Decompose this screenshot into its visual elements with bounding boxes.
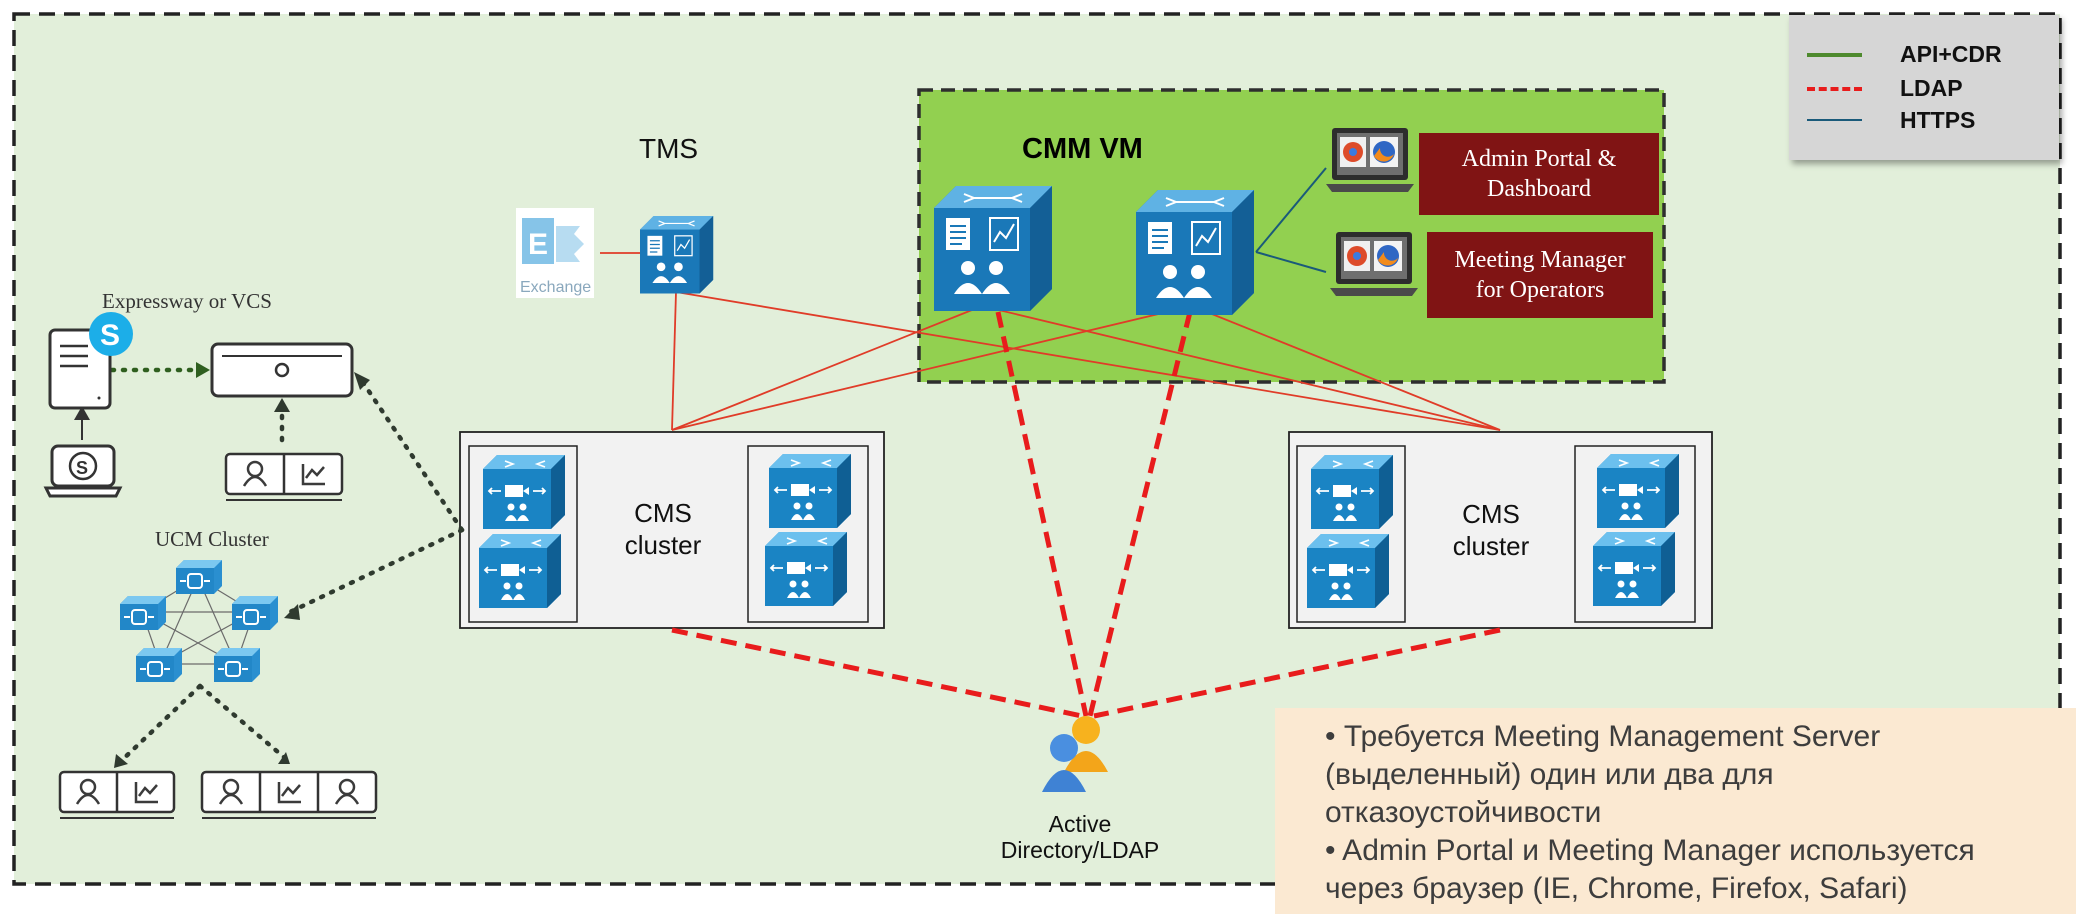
cms-cluster-left-label-1: CMS <box>634 498 692 528</box>
legend-swatch-ldap <box>1807 87 1862 91</box>
legend-swatch-https <box>1807 119 1862 121</box>
ucm-node-icon <box>119 595 167 631</box>
tms-server-icon <box>639 215 714 295</box>
endpoint-icon <box>58 770 176 819</box>
admin-portal-label-2: Dashboard <box>1487 176 1591 202</box>
ucm-cluster-label: UCM Cluster <box>155 527 269 551</box>
cms-node-icon <box>768 453 852 529</box>
arrow-to-expressway <box>354 372 370 390</box>
cms-node-icon <box>1592 531 1676 607</box>
ldap-connections <box>671 311 1501 719</box>
legend-item-https: HTTPS <box>1807 105 2057 135</box>
legend-swatch-api-cdr <box>1807 53 1862 57</box>
expressway-label: Expressway or VCS <box>102 289 272 313</box>
ucm-node-icon <box>135 647 183 683</box>
legend-label-https: HTTPS <box>1900 107 1976 133</box>
note-box: • Требуется Meeting Management Server (в… <box>1275 708 2076 914</box>
cms-cluster-right-inner-2 <box>1574 445 1696 623</box>
svg-text:E: E <box>528 228 548 261</box>
svg-text:Exchange: Exchange <box>520 279 591 296</box>
admin-portal-label-1: Admin Portal & <box>1461 146 1617 172</box>
cms-cluster-right-inner-1 <box>1296 445 1406 623</box>
skype-laptop-icon: S <box>43 444 123 498</box>
exchange-icon: E Exchange <box>516 208 594 298</box>
note-bullet-2: • Admin Portal и Meeting Manager использ… <box>1325 834 1975 905</box>
cms-node-icon <box>1596 453 1680 529</box>
cms-cluster-left-label-2: cluster <box>625 530 702 560</box>
arrow-to-expressway-green <box>196 362 210 378</box>
admin-portal-box: Admin Portal & Dashboard <box>1419 133 1659 215</box>
tms-label: TMS <box>639 133 698 164</box>
cms-cluster-left-inner-2 <box>747 445 869 623</box>
active-directory-label-1: Active <box>1049 811 1112 837</box>
cms-cluster-left-inner-1 <box>468 445 578 623</box>
cms-cluster-right-label-1: CMS <box>1462 499 1520 529</box>
endpoint-icon <box>200 770 378 819</box>
legend: API+CDR LDAP HTTPS <box>1789 15 2059 160</box>
note-bullet-1: • Требуется Meeting Management Server (в… <box>1325 720 1881 829</box>
meeting-manager-label-2: for Operators <box>1475 277 1605 303</box>
arrow-right-endpoint <box>278 752 290 764</box>
cms-node-icon <box>764 531 848 607</box>
skype-server-icon <box>48 328 112 410</box>
cms-node-icon <box>1306 533 1390 609</box>
svg-text:S: S <box>100 319 120 352</box>
ucm-node-icon <box>213 647 261 683</box>
cmm-vm-label: CMM VM <box>1022 133 1143 165</box>
cms-node-icon <box>482 454 566 530</box>
legend-item-api-cdr: API+CDR <box>1807 39 2057 69</box>
api-cdr-connections <box>600 252 1501 431</box>
svg-text:S: S <box>76 458 88 478</box>
cms-node-icon <box>478 533 562 609</box>
cms-cluster-right-label-2: cluster <box>1453 531 1530 561</box>
endpoint-icon <box>224 452 344 501</box>
cmm-server-1-icon <box>933 185 1053 312</box>
active-directory-label-2: Directory/LDAP <box>1001 837 1159 863</box>
legend-item-ldap: LDAP <box>1807 73 2057 103</box>
arrow-up-expressway <box>274 398 290 412</box>
meeting-manager-label-1: Meeting Manager <box>1454 247 1626 273</box>
cmm-server-2-icon <box>1135 189 1255 316</box>
legend-label-ldap: LDAP <box>1900 75 1963 101</box>
arrow-to-ucm <box>284 604 300 620</box>
legend-label-api-cdr: API+CDR <box>1900 41 2002 67</box>
https-connections <box>1255 167 1327 273</box>
expressway-appliance-icon <box>210 342 354 398</box>
cms-node-icon <box>1310 454 1394 530</box>
ucm-node-icon <box>231 595 279 631</box>
arrow-left-endpoint <box>114 754 128 768</box>
dotted-connections <box>117 375 465 765</box>
meeting-manager-box: Meeting Manager for Operators <box>1427 232 1653 318</box>
ucm-node-icon <box>175 559 223 595</box>
arrow-up-skype <box>74 406 90 420</box>
skype-icon: S <box>89 312 133 356</box>
